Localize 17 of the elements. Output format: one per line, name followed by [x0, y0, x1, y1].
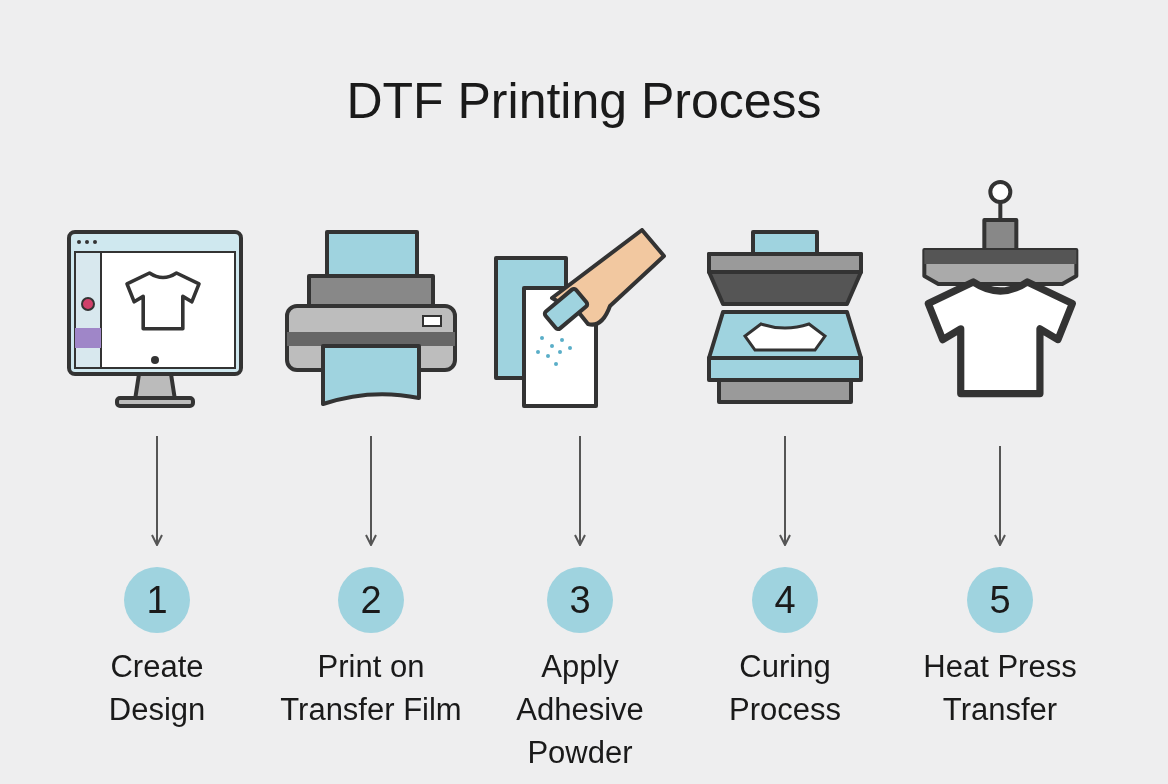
- title: DTF Printing Process: [345, 72, 823, 130]
- step-number-badge: 5: [967, 567, 1033, 633]
- step-number-badge: 2: [338, 567, 404, 633]
- step-number-badge: 4: [752, 567, 818, 633]
- step-label: Create Design: [107, 648, 207, 729]
- arrow: [779, 435, 791, 546]
- hand-applying-powder-drawing: [492, 228, 668, 410]
- step-number-badge: 3: [547, 567, 613, 633]
- arrow: [151, 435, 163, 546]
- step-label: Print on Transfer Film: [279, 648, 463, 729]
- arrow: [365, 435, 377, 546]
- step-label: Apply Adhesive Powder: [515, 648, 645, 772]
- step-label: Heat Press Transfer: [922, 648, 1078, 729]
- step-number-badge: 1: [124, 567, 190, 633]
- arrow: [994, 445, 1006, 546]
- step-label: Curing Process: [728, 648, 842, 729]
- arrow: [574, 435, 586, 546]
